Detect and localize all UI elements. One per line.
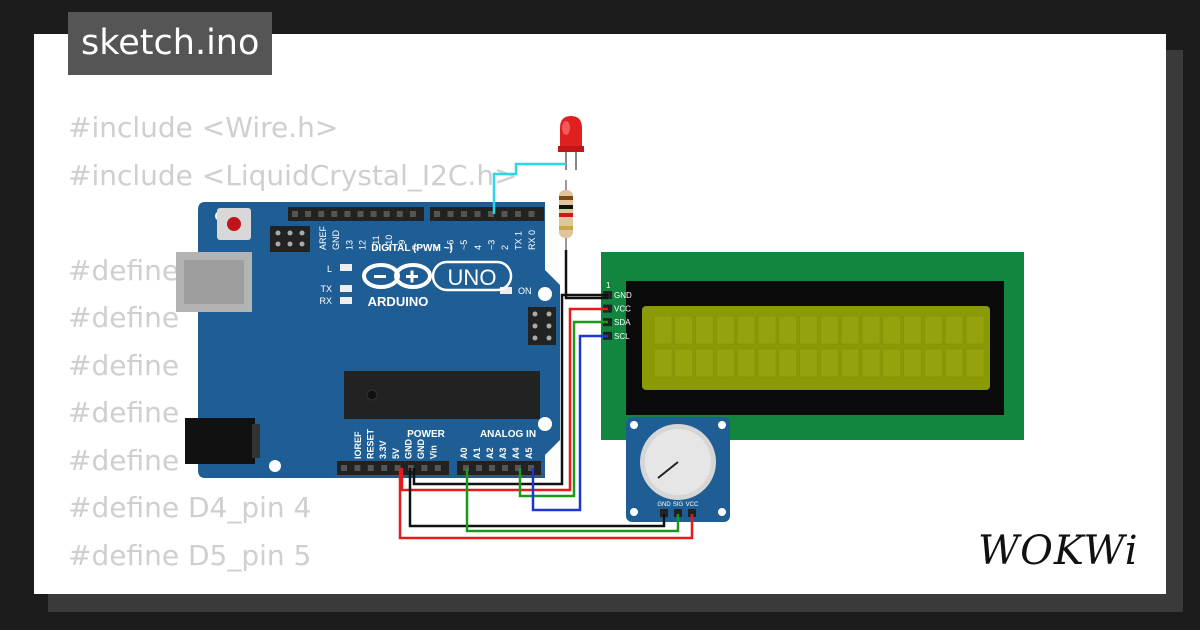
- power-pin-label: RESET: [366, 428, 376, 459]
- pot-pin-label: GND: [657, 502, 671, 508]
- led-label-on: ON: [518, 286, 532, 296]
- digital-pin-label: 8: [410, 245, 420, 250]
- analog-pin-label: A4: [511, 447, 521, 459]
- wokwi-logo: WOKWi: [978, 528, 1139, 574]
- wires[interactable]: [398, 162, 694, 540]
- digital-pin-label: TX 1: [514, 231, 524, 250]
- power-pin-label: GND: [416, 439, 426, 460]
- digital-pin-label: GND: [331, 230, 341, 251]
- power-pin-header[interactable]: [337, 461, 449, 475]
- digital-pin-header[interactable]: [288, 207, 544, 221]
- digital-pin-label: RX 0: [527, 230, 537, 250]
- wire-lcd-scl[interactable]: [531, 334, 608, 512]
- board-brand-label: ARDUINO: [368, 294, 429, 309]
- sketch-filename-tab[interactable]: sketch.ino: [68, 12, 273, 75]
- code-line: #define: [68, 443, 180, 477]
- lcd-pin-label: VCC: [614, 305, 631, 314]
- red-led[interactable]: [558, 116, 584, 170]
- code-line: #define: [68, 348, 180, 382]
- wire-resistor-to-gnd[interactable]: [564, 250, 608, 300]
- led-label-l: L: [327, 264, 332, 274]
- led-label-rx: RX: [319, 296, 332, 306]
- led-l: [340, 264, 352, 271]
- pot-pin-label: SIG: [673, 502, 684, 508]
- code-line: #define: [68, 396, 180, 429]
- digital-pin-label: 12: [358, 240, 368, 250]
- wire-lcd-gnd[interactable]: [412, 293, 608, 486]
- digital-pin-label: ~5: [459, 240, 469, 250]
- code-line: #include <Wire.h>: [68, 111, 339, 144]
- power-header-label: POWER: [407, 429, 446, 440]
- code-line: #define D5_pin 5: [68, 538, 312, 572]
- lcd-character-grid: [653, 315, 985, 378]
- power-pin-label: 5V: [391, 448, 401, 459]
- digital-pin-label: 4: [473, 245, 483, 250]
- analog-pin-label: A2: [485, 447, 495, 459]
- digital-pin-label: AREF: [318, 225, 328, 250]
- wire-lcd-sda[interactable]: [518, 320, 608, 498]
- wire-led-to-pin3[interactable]: [492, 162, 566, 214]
- power-pin-label: IOREF: [353, 431, 363, 459]
- wire-pot-gnd[interactable]: [408, 468, 666, 528]
- power-jack: [185, 418, 260, 464]
- wire-pot-sig[interactable]: [465, 468, 680, 533]
- power-pin-label: GND: [403, 439, 413, 460]
- led-tx: [340, 285, 352, 292]
- digital-pin-label: ~3: [486, 240, 496, 250]
- icsp-header-top: [270, 226, 310, 252]
- atmega-chip: [344, 371, 540, 419]
- digital-pin-label: ~9: [397, 240, 407, 250]
- pot-pin-label: VCC: [686, 502, 699, 508]
- icsp-header-right: [528, 307, 556, 345]
- board-model-label: UNO: [448, 265, 497, 290]
- digital-pin-label: 2: [500, 245, 510, 250]
- digital-header-label: DIGITAL (PWM ~): [371, 243, 453, 254]
- code-line: #define: [68, 301, 180, 334]
- led-rx: [340, 297, 352, 304]
- analog-pin-label: A1: [472, 447, 482, 459]
- power-pin-label: 3.3V: [378, 440, 388, 459]
- led-on: [500, 287, 512, 294]
- lcd-pin-label: SCL: [614, 332, 630, 341]
- pot-pin[interactable]: [660, 509, 668, 517]
- code-line: #define D4_pin 4: [68, 491, 312, 524]
- digital-pin-label: ~6: [446, 240, 456, 250]
- arduino-infinity-icon: [362, 263, 432, 289]
- digital-pin-label: 13: [344, 240, 354, 250]
- led-label-tx: TX: [320, 284, 332, 294]
- wire-pot-vcc[interactable]: [398, 468, 694, 540]
- digital-pin-label: ~10: [384, 235, 394, 250]
- analog-pin-label: A3: [498, 447, 508, 459]
- wire-lcd-vcc[interactable]: [400, 307, 608, 492]
- lcd-pin-number: 1: [606, 281, 611, 290]
- digital-pin-label: ~11: [371, 235, 381, 250]
- analog-pin-label: A5: [524, 447, 534, 459]
- pot-pin[interactable]: [674, 509, 682, 517]
- code-preview: #include <Wire.h> #include <LiquidCrystal…: [68, 104, 518, 579]
- code-line: #define: [68, 253, 180, 287]
- analog-pin-label: A0: [459, 447, 469, 459]
- lcd-pin-label: SDA: [614, 318, 631, 327]
- analog-header-label: ANALOG IN: [480, 429, 536, 440]
- lcd-pin-label: GND: [614, 291, 632, 300]
- pot-pin[interactable]: [688, 509, 696, 517]
- arduino-uno-board[interactable]: DIGITAL (PWM ~) L TX RX ON UNO ARDUINO: [176, 202, 560, 478]
- digital-pin-label: 7: [432, 245, 442, 250]
- power-pin-label: Vin: [429, 445, 439, 459]
- resistor[interactable]: [559, 180, 573, 250]
- code-line: #include <LiquidCrystal_I2C.h>: [68, 158, 518, 192]
- lcd-1602-i2c[interactable]: 1 GND VCC SDA SCL: [601, 252, 1024, 440]
